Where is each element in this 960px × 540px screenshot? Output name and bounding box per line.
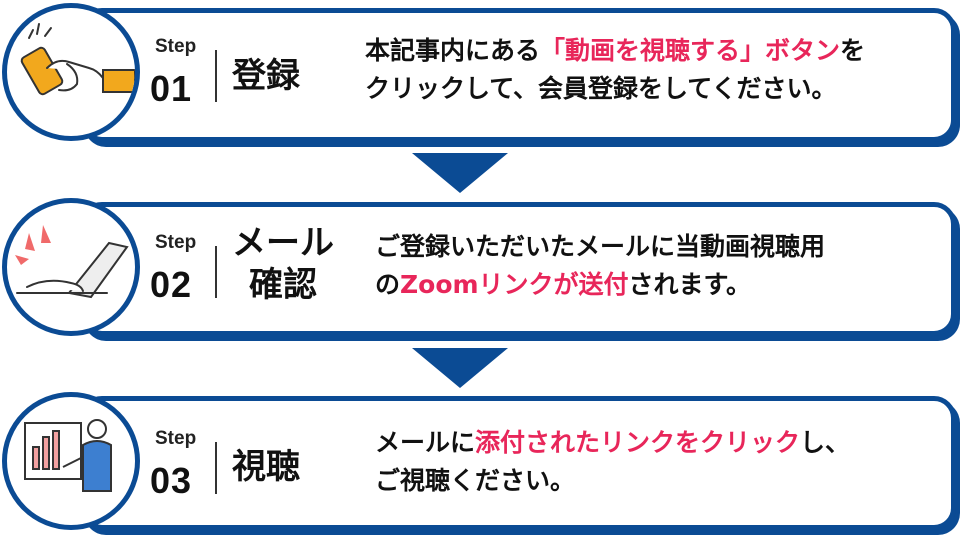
divider [215,246,217,298]
step-02: Step 02 メール 確認 ご登録いただいたメールに当動画視聴用 のZoomリ… [0,196,960,346]
step-title: メール 確認 [232,222,334,306]
presenter-icon [24,419,112,492]
desc-text: されます。 [628,270,752,299]
laptop-typing-icon [15,225,129,299]
step-label: Step [155,36,197,57]
divider [215,50,217,102]
desc-text: ご視聴ください。 [375,466,576,495]
smartphone-hand-icon [20,23,135,96]
step-card [80,8,956,142]
desc-text: メールに [375,428,476,457]
step-description: メールに添付されたリンクをクリックし、 ご視聴ください。 [375,424,850,500]
step-description: ご登録いただいたメールに当動画視聴用 のZoomリンクが送付されます。 [375,228,825,304]
step-card [80,202,956,336]
step-illustration [2,392,140,530]
step-label: Step [155,428,197,449]
divider [215,442,217,494]
step-title-line: 確認 [249,265,317,305]
desc-highlight: Zoomリンクが送付 [400,270,629,299]
desc-text: クリックして、会員登録をしてください。 [365,74,837,103]
desc-text: し、 [800,428,851,457]
step-title-line: メール [232,223,334,263]
step-03: Step 03 視聴 メールに添付されたリンクをクリックし、 ご視聴ください。 [0,390,960,540]
step-number: 03 [150,460,193,501]
step-illustration [2,3,140,141]
desc-highlight: 添付されたリンクをクリック [475,428,801,457]
step-title: 登録 [232,56,300,96]
step-number: 01 [150,68,193,109]
step-number: 02 [150,264,193,305]
step-illustration [2,198,140,336]
desc-highlight: 「動画を視聴する」ボタン [540,36,841,65]
down-arrow-icon [412,348,508,388]
step-01: Step 01 登録 本記事内にある「動画を視聴する」ボタンを クリックして、会… [0,0,960,150]
desc-text: の [375,270,401,299]
step-title: 視聴 [232,447,300,487]
step-description: 本記事内にある「動画を視聴する」ボタンを クリックして、会員登録をしてください。 [365,32,865,108]
desc-text: 本記事内にある [365,36,541,65]
desc-text: を [840,36,866,65]
down-arrow-icon [412,153,508,193]
desc-text: ご登録いただいたメールに当動画視聴用 [375,232,826,261]
step-card [80,396,956,530]
step-label: Step [155,232,197,253]
